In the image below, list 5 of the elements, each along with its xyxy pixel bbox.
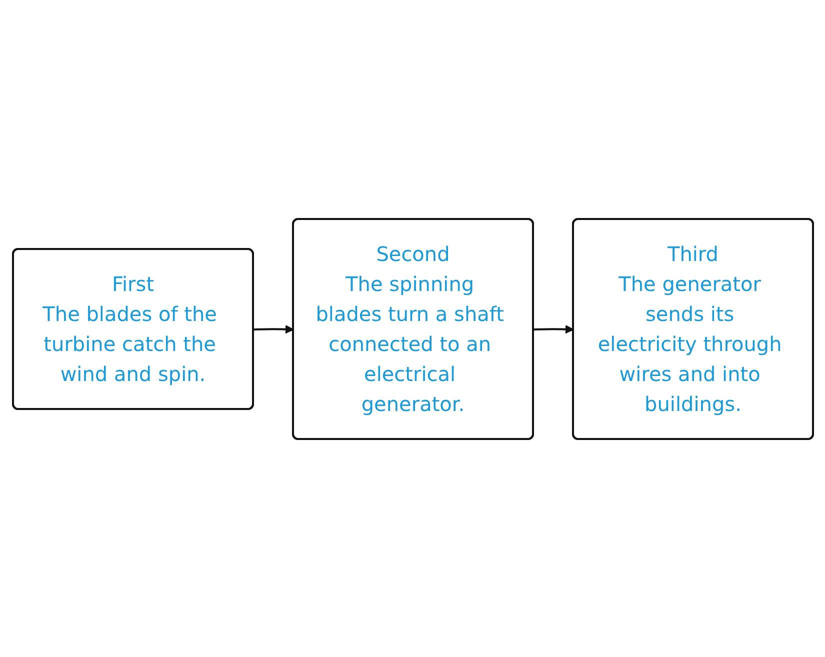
arrow [532,324,574,334]
node-text: Third The generator sends its electricity through wires and into buildings. [597,242,782,416]
node-text: First The blades of the turbine catch the wind and spin. [42,272,216,386]
node-text: Second The spinning blades turn a shaft connected to an electrical generator. [315,242,504,416]
arrow [252,324,294,334]
